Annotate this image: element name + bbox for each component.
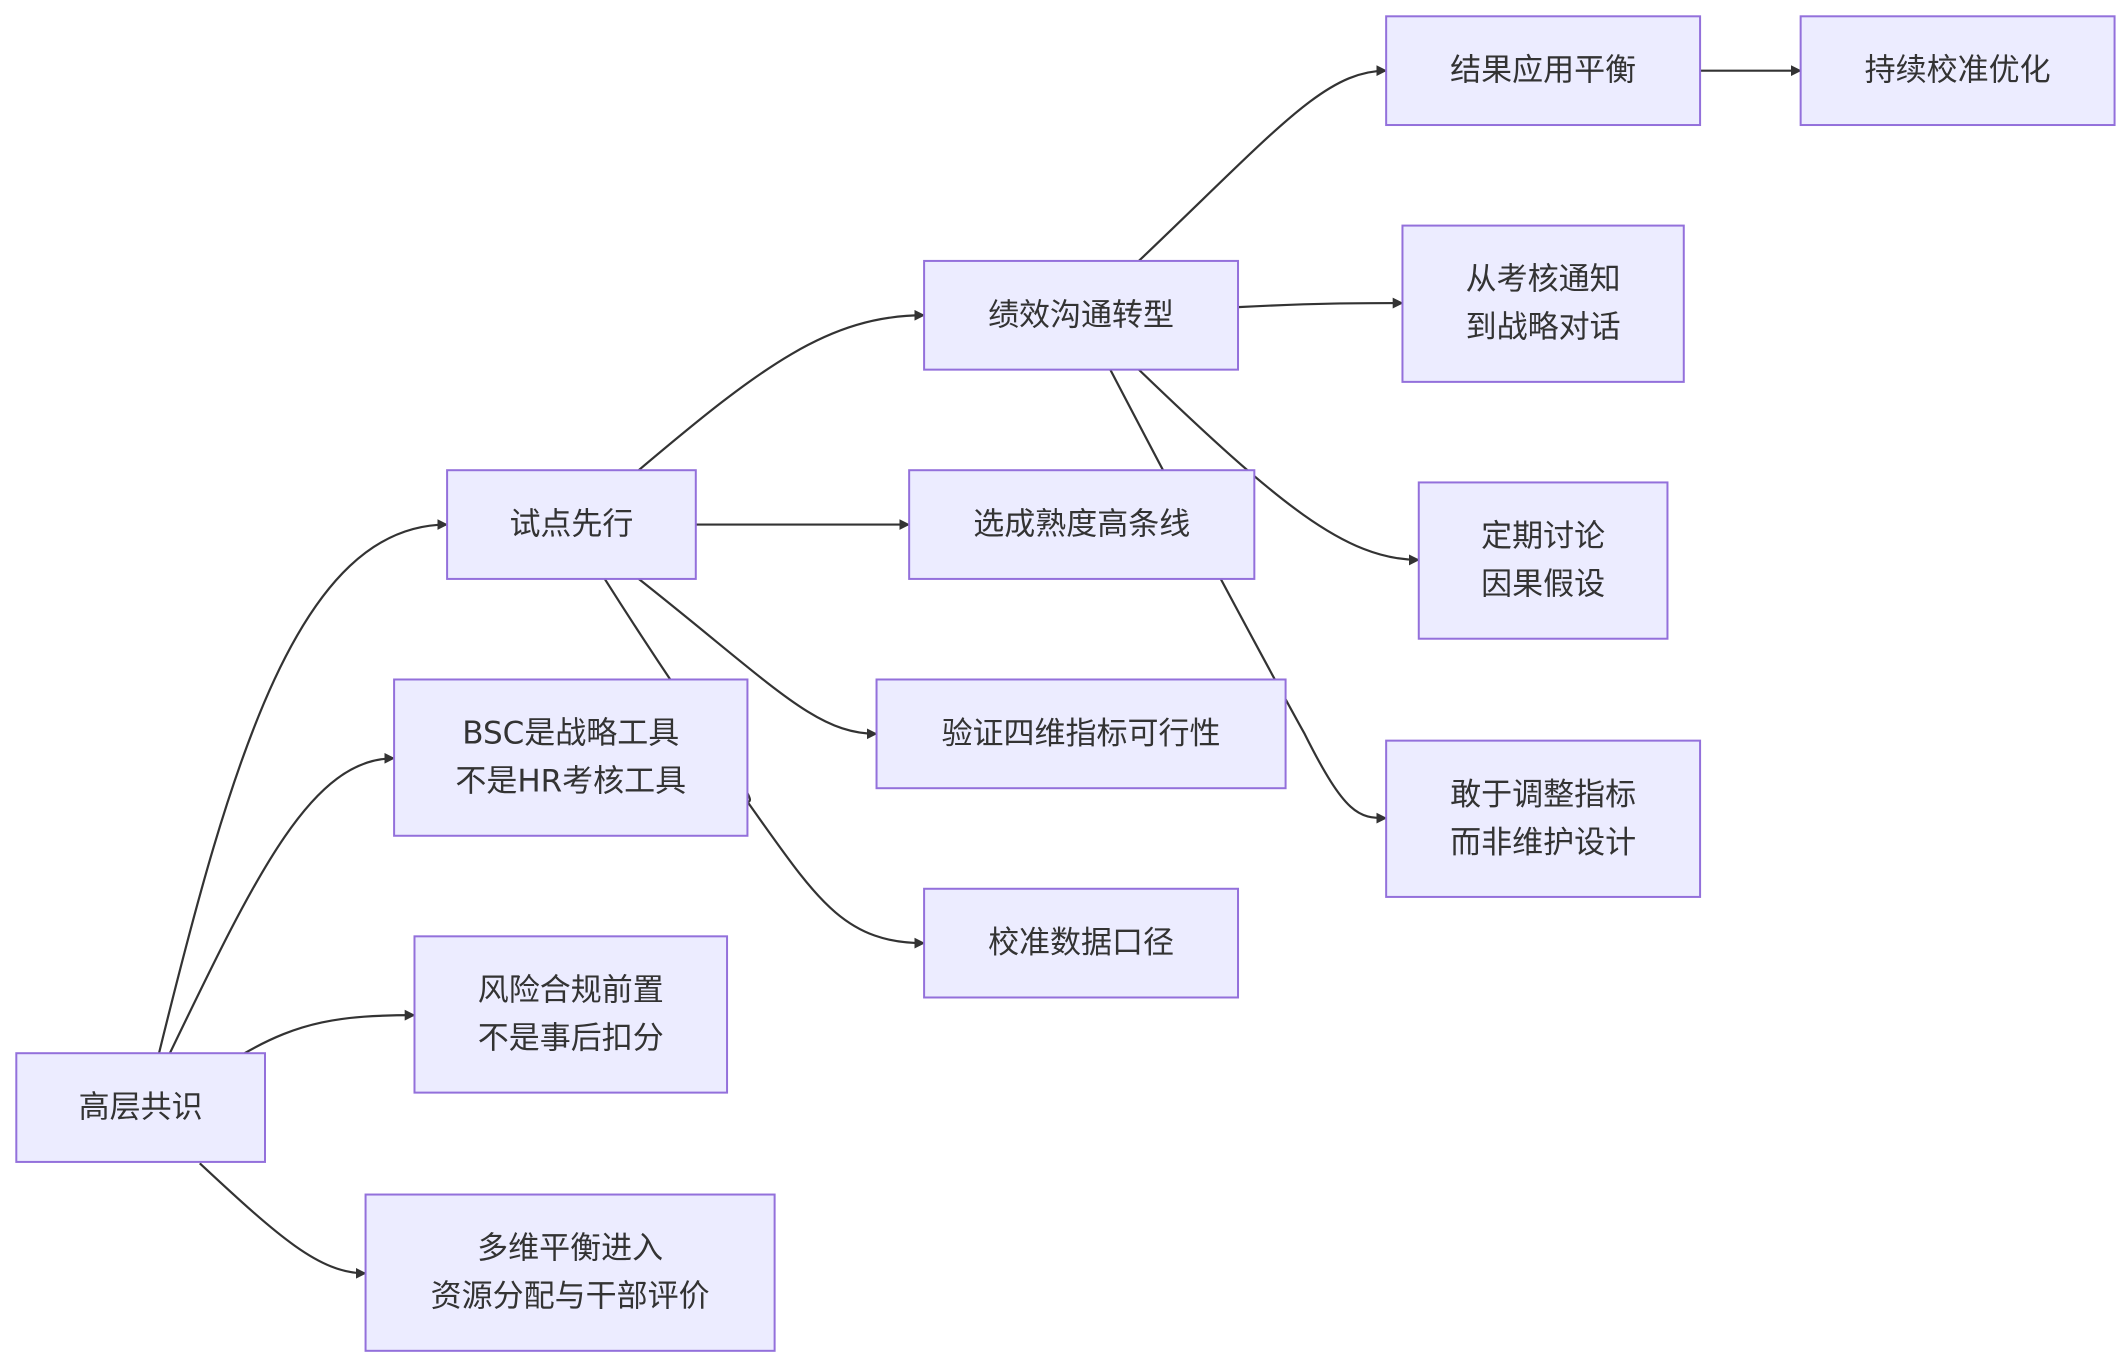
node-ganyu-tiaozheng-label-line-2: 而非维护设计 — [1450, 825, 1636, 861]
edge-jixiao-jieguo — [1139, 65, 1388, 261]
node-shidian-xianxing: 试点先行 — [446, 469, 697, 580]
node-dingqi-taolun-label-line-2: 因果假设 — [1481, 567, 1605, 603]
node-jixiao-goutong-box — [923, 259, 1240, 371]
nodes-layer: 高层共识试点先行BSC是战略工具不是HR考核工具风险合规前置不是事后扣分多维平衡… — [15, 15, 2116, 1352]
node-jiaozhun-shuju-label-line-1: 校准数据口径 — [988, 925, 1174, 961]
node-ganyu-tiaozheng-label-line-1: 敢于调整指标 — [1450, 777, 1636, 813]
node-xuan-chengshudu: 选成熟度高条线 — [908, 469, 1256, 580]
node-cong-kaohe-tongzhi-label-line-1: 从考核通知 — [1466, 262, 1621, 298]
node-jixiao-goutong-label-line-1: 绩效沟通转型 — [988, 297, 1174, 333]
node-duowei-pingheng-label-line-2: 资源分配与干部评价 — [431, 1279, 710, 1315]
node-xuan-chengshudu-box — [908, 469, 1256, 580]
node-yanzheng-zhibiao-label-line-1: 验证四维指标可行性 — [942, 716, 1221, 752]
edge-gaoceng-duowei — [200, 1163, 367, 1279]
node-gaoceng-gongshi-label-line-1: 高层共识 — [79, 1090, 203, 1126]
edge-shidian-yanzheng — [639, 579, 878, 740]
node-fengxian-hegui-label-line-1: 风险合规前置 — [478, 972, 664, 1008]
node-duowei-pingheng-label-line-1: 多维平衡进入 — [477, 1231, 663, 1267]
node-yanzheng-zhibiao: 验证四维指标可行性 — [875, 678, 1287, 790]
node-bsc-zhanlue-gongju-label-line-1: BSC是战略工具 — [462, 716, 679, 752]
node-chixu-jiaozhun: 持续校准优化 — [1799, 15, 2116, 127]
edge-gaoceng-bsc — [170, 752, 396, 1053]
node-cong-kaohe-tongzhi-label-line-2: 到战略对话 — [1466, 310, 1621, 346]
node-duowei-pingheng-box — [364, 1193, 776, 1352]
node-fengxian-hegui-box — [413, 935, 729, 1094]
node-jieguo-yingyong-box — [1385, 15, 1702, 127]
edge-shidian-jixiao — [639, 309, 926, 470]
edge-jixiao-dingqi — [1139, 370, 1420, 566]
edge-jixiao-congkaohe — [1238, 297, 1404, 307]
node-shidian-xianxing-box — [446, 469, 697, 580]
node-jixiao-goutong: 绩效沟通转型 — [923, 259, 1240, 371]
node-xuan-chengshudu-label-line-1: 选成熟度高条线 — [973, 507, 1190, 543]
node-gaoceng-gongshi: 高层共识 — [15, 1052, 266, 1163]
node-jiaozhun-shuju-box — [923, 887, 1240, 999]
node-dingqi-taolun-label-line-1: 定期讨论 — [1481, 519, 1605, 555]
node-chixu-jiaozhun-box — [1799, 15, 2116, 127]
edge-gaoceng-fengxian — [245, 1009, 416, 1053]
node-yanzheng-zhibiao-box — [875, 678, 1287, 790]
node-ganyu-tiaozheng-box — [1385, 739, 1702, 898]
node-jieguo-yingyong-label-line-1: 结果应用平衡 — [1450, 53, 1636, 89]
node-dingqi-taolun-box — [1417, 481, 1669, 640]
node-bsc-zhanlue-gongju-label-line-2: 不是HR考核工具 — [455, 764, 686, 800]
node-jieguo-yingyong: 结果应用平衡 — [1385, 15, 1702, 127]
node-cong-kaohe-tongzhi-box — [1401, 224, 1685, 383]
node-fengxian-hegui-label-line-2: 不是事后扣分 — [478, 1020, 664, 1056]
node-shidian-xianxing-label-line-1: 试点先行 — [509, 507, 633, 543]
edge-gaoceng-shidian — [159, 519, 449, 1054]
node-jiaozhun-shuju: 校准数据口径 — [923, 887, 1240, 999]
node-bsc-zhanlue-gongju-box — [393, 678, 749, 837]
node-chixu-jiaozhun-label-line-1: 持续校准优化 — [1865, 53, 2051, 89]
node-gaoceng-gongshi-box — [15, 1052, 266, 1163]
